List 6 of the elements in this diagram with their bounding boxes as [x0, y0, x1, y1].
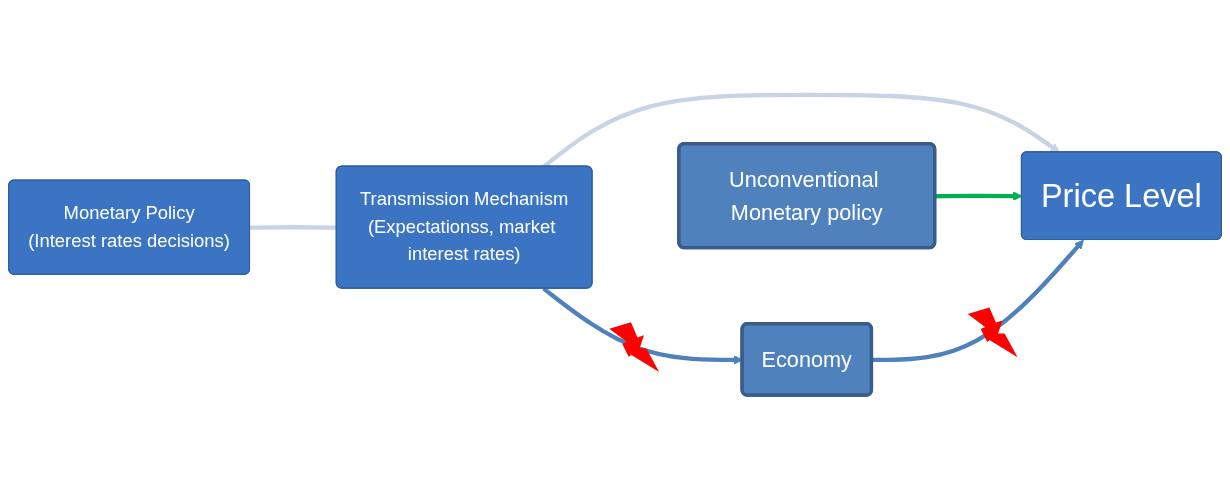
- process-box: Transmission Mechanism (Expectationss, market interest rates): [335, 165, 593, 289]
- process-box: Unconventional Monetary policy: [677, 142, 937, 250]
- arrow: [872, 239, 1084, 363]
- process-box: Economy: [740, 321, 874, 397]
- process-box: Monetary Policy (Interest rates decisions): [8, 179, 251, 275]
- process-box: Price Level: [1020, 151, 1222, 241]
